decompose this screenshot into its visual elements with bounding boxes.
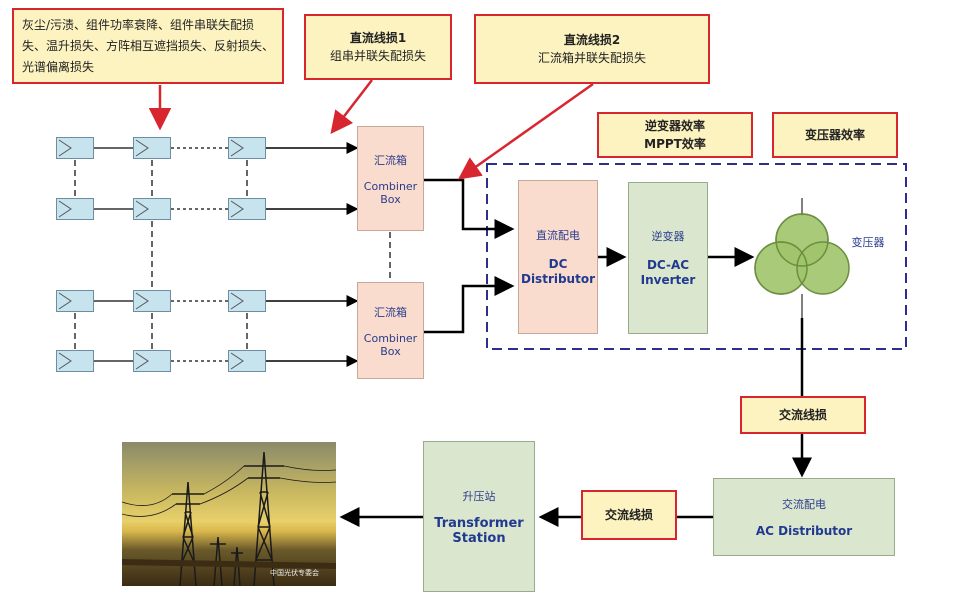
dc-loss2-note: 直流线损2 汇流箱并联失配损失: [474, 14, 710, 84]
transformer-label: 变压器: [842, 232, 894, 252]
ac-loss2-note: 交流线损: [581, 490, 677, 540]
conversion-dashed-frame: [486, 163, 907, 350]
transformer-symbol: [754, 198, 850, 318]
ac-distributor: 交流配电 AC Distributor: [713, 478, 895, 556]
station-en2: Station: [452, 530, 506, 546]
pv-panel: [56, 137, 94, 159]
combiner-box-1-en1: Combiner: [363, 179, 418, 193]
dc-distributor-zh: 直流配电: [536, 229, 580, 242]
dc-distributor: 直流配电 DC Distributor: [518, 180, 598, 334]
photo-watermark: 中国光伏专委会: [270, 569, 319, 577]
pv-panel: [56, 350, 94, 372]
inverter-en1: DC-AC: [646, 258, 690, 272]
inverter-en2: Inverter: [640, 273, 696, 287]
inverter-zh: 逆变器: [651, 230, 685, 243]
combiner-box-1: 汇流箱 Combiner Box: [357, 126, 424, 231]
dc-loss1-title: 直流线损1: [349, 31, 407, 45]
combiner-box-2: 汇流箱 Combiner Box: [357, 282, 424, 379]
dc-loss2-subtitle: 汇流箱并联失配损失: [537, 51, 646, 65]
ac-distributor-zh: 交流配电: [782, 497, 826, 511]
combiner-box-2-en2: Box: [380, 344, 401, 358]
combiner-box-1-zh: 汇流箱: [374, 153, 407, 167]
transformer-zh: 变压器: [851, 236, 885, 249]
pv-panel: [228, 198, 266, 220]
power-transmission-photo: 中国光伏专委会: [122, 442, 336, 586]
station-en1: Transformer: [434, 515, 524, 531]
pv-panel: [56, 290, 94, 312]
combiner-box-1-en2: Box: [380, 192, 401, 206]
pv-panel: [133, 137, 171, 159]
combiner-box-2-zh: 汇流箱: [374, 305, 407, 319]
loss-factors-note: 灰尘/污渍、组件功率衰降、组件串联失配损失、温升损失、方阵相互遮挡损失、反射损失…: [12, 8, 284, 84]
dc-distributor-en1: DC: [548, 257, 568, 271]
pv-panel: [228, 137, 266, 159]
loss-factors-text: 灰尘/污渍、组件功率衰降、组件串联失配损失、温升损失、方阵相互遮挡损失、反射损失…: [22, 17, 275, 74]
combiner-box-2-en1: Combiner: [363, 331, 418, 345]
ac-loss1-label: 交流线损: [778, 408, 827, 422]
dc-ac-inverter: 逆变器 DC-AC Inverter: [628, 182, 708, 334]
transformer-station: 升压站 Transformer Station: [423, 441, 535, 592]
transformer-efficiency-label: 变压器效率: [804, 128, 865, 142]
transformer-efficiency-note: 变压器效率: [772, 112, 898, 158]
inverter-efficiency-line2: MPPT效率: [644, 137, 706, 151]
inverter-efficiency-line1: 逆变器效率: [644, 119, 705, 133]
pv-panel: [56, 198, 94, 220]
dc-loss2-title: 直流线损2: [563, 33, 621, 47]
pv-panel: [228, 290, 266, 312]
pv-panel: [133, 198, 171, 220]
transmission-towers: [122, 451, 336, 586]
dc-loss1-note: 直流线损1 组串并联失配损失: [304, 14, 452, 80]
ac-loss1-note: 交流线损: [740, 396, 866, 434]
inverter-efficiency-note: 逆变器效率 MPPT效率: [597, 112, 753, 158]
pv-panel: [228, 350, 266, 372]
station-zh: 升压站: [462, 489, 496, 503]
dc-distributor-en2: Distributor: [520, 272, 595, 286]
pv-panel: [133, 350, 171, 372]
dc-loss1-subtitle: 组串并联失配损失: [329, 49, 426, 63]
ac-distributor-en: AC Distributor: [755, 523, 853, 538]
ac-loss2-label: 交流线损: [604, 508, 653, 522]
pv-panel: [133, 290, 171, 312]
